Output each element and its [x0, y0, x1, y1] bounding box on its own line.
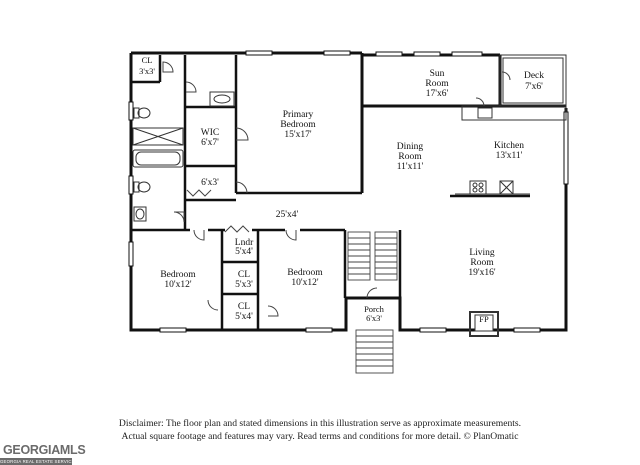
closet-6x3-dims: 6'x3'	[201, 178, 219, 188]
cl-low-dims: 5'x4'	[235, 312, 253, 322]
living-room-name-2: Room	[470, 258, 494, 268]
sun-room-name-1: Sun	[430, 69, 445, 79]
kitchen-counter	[461, 105, 567, 121]
disclaimer-line-2: Actual square footage and features may v…	[121, 431, 519, 442]
living-room-name-1: Living	[469, 248, 495, 258]
exterior-walls	[129, 51, 568, 332]
room-labels: CL 3'x3' Primary Bedroom 15'x17' Sun Roo…	[139, 55, 544, 324]
kitchen-dims: 13'x11'	[496, 151, 523, 161]
laundry-dims: 5'x4'	[235, 247, 253, 257]
sink-icon	[209, 91, 235, 107]
sink-icon	[477, 107, 493, 119]
bedroom-left-dims: 10'x12'	[164, 280, 191, 290]
hall-dims: 25'x4'	[276, 210, 299, 220]
cl-mid-dims: 5'x3'	[235, 280, 253, 290]
deck-dims: 7'x6'	[525, 82, 543, 92]
georgia-mls-logo: GEORGIAMLS GEORGIA REAL ESTATE SERVICES	[0, 443, 86, 465]
dining-room-name-2: Room	[398, 152, 422, 162]
bedroom-mid-name: Bedroom	[287, 268, 323, 278]
cl-mid-name: CL	[238, 270, 250, 280]
wic-name: WIC	[201, 128, 219, 138]
primary-bedroom-name-2: Bedroom	[280, 120, 316, 130]
wic-dims: 6'x7'	[201, 138, 219, 148]
kitchen-name: Kitchen	[494, 141, 524, 151]
bedroom-mid-dims: 10'x12'	[291, 278, 318, 288]
porch-dims: 6'x3'	[366, 313, 382, 323]
living-room-dims: 19'x16'	[468, 268, 495, 278]
logo-main-text: GEORGIAMLS	[3, 443, 86, 457]
sink-icon	[133, 206, 147, 222]
range-icon	[469, 180, 487, 195]
doors	[162, 61, 511, 317]
dining-room-dims: 11'x11'	[397, 162, 424, 172]
windows	[128, 50, 569, 333]
logo-sub-text: GEORGIA REAL ESTATE SERVICES	[0, 458, 78, 465]
cl-low-name: CL	[238, 302, 250, 312]
disclaimer-line-1: Disclaimer: The floor plan and stated di…	[118, 418, 522, 429]
toilet-icon	[137, 181, 151, 193]
cl-top-name: CL	[142, 55, 153, 65]
sun-room-dims: 17'x6'	[426, 89, 449, 99]
laundry-name: Lndr	[235, 238, 254, 248]
sun-room-name-2: Room	[425, 79, 449, 89]
primary-bedroom-name-1: Primary	[283, 110, 314, 120]
primary-bedroom-dims: 15'x17'	[284, 130, 311, 140]
fixtures	[132, 91, 567, 337]
deck-name: Deck	[524, 71, 544, 81]
toilet-icon	[137, 107, 151, 119]
dining-room-name-1: Dining	[397, 142, 424, 152]
bathtub-icon	[132, 149, 184, 168]
stairs	[347, 231, 398, 374]
cl-top-dims: 3'x3'	[139, 66, 155, 76]
porch-name: Porch	[364, 304, 385, 314]
bedroom-left-name: Bedroom	[160, 270, 196, 280]
interior-walls	[131, 55, 530, 330]
fireplace-label: FP	[479, 314, 489, 324]
disclaimer: Disclaimer: The floor plan and stated di…	[0, 417, 640, 443]
shower-icon	[132, 127, 184, 146]
fireplace-icon	[469, 311, 499, 337]
